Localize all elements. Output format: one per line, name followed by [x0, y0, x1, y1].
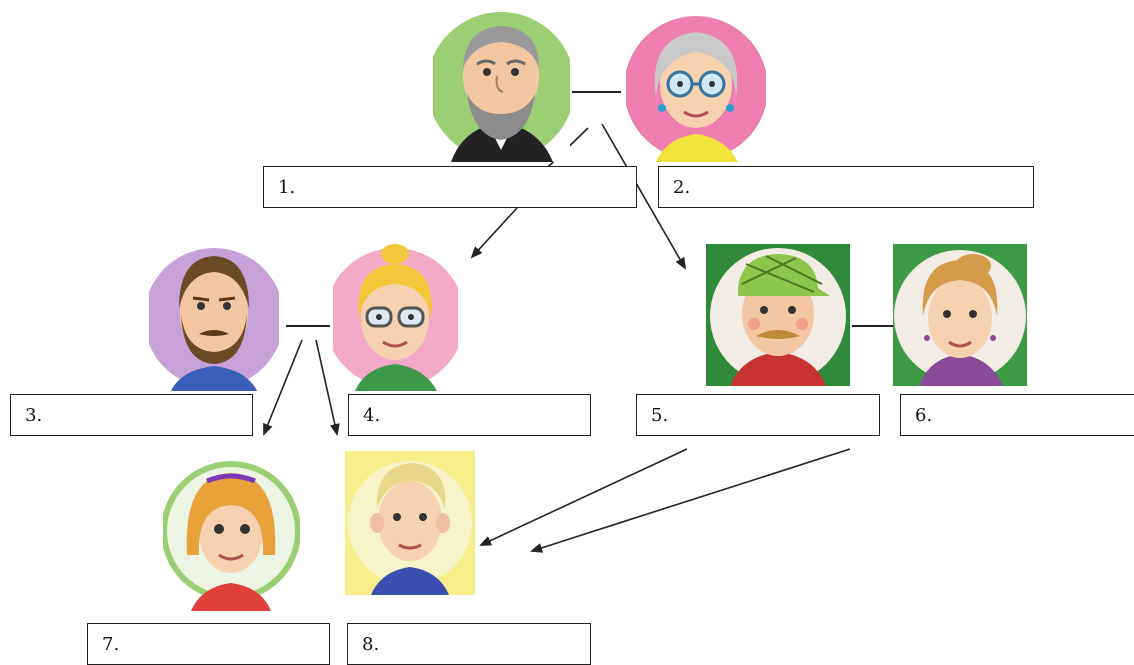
answer-box-4[interactable]: 4. [348, 394, 591, 436]
answer-box-8[interactable]: 8. [347, 623, 591, 665]
box-label-8: 8. [362, 633, 380, 655]
aunt-portrait [893, 244, 1027, 386]
arrow-uncle-to-boy [479, 448, 688, 546]
answer-box-3[interactable]: 3. [10, 394, 253, 436]
grandfather-portrait [433, 10, 570, 162]
box-label-5: 5. [651, 404, 669, 426]
girl-portrait [163, 451, 300, 611]
box-label-2: 2. [673, 176, 691, 198]
father-portrait [149, 244, 279, 391]
box-label-7: 7. [102, 633, 120, 655]
box-label-1: 1. [278, 176, 296, 198]
answer-box-6[interactable]: 6. [900, 394, 1134, 436]
answer-box-2[interactable]: 2. [658, 166, 1034, 208]
box-label-3: 3. [25, 404, 43, 426]
grandmother-portrait [626, 12, 766, 162]
answer-box-1[interactable]: 1. [263, 166, 637, 208]
uncle-portrait [706, 244, 850, 386]
mother-portrait [333, 240, 458, 391]
arrow-aunt-to-boy [530, 448, 851, 553]
answer-box-7[interactable]: 7. [87, 623, 330, 665]
arrow-grandparents-to-mother [470, 207, 518, 259]
box-label-6: 6. [915, 404, 933, 426]
answer-box-5[interactable]: 5. [636, 394, 880, 436]
box-label-4: 4. [363, 404, 381, 426]
boy-portrait [345, 451, 475, 595]
